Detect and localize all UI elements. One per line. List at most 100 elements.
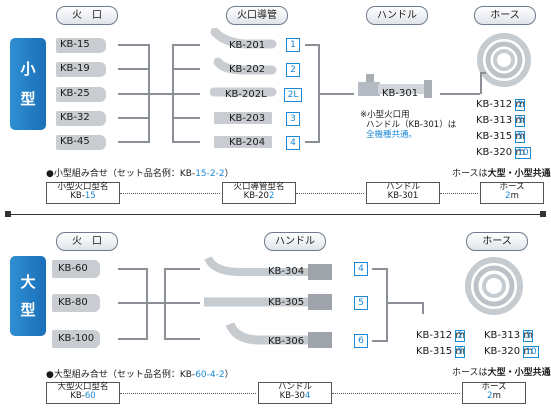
connector-line [118,117,148,119]
combo-dots [440,193,478,194]
connector-line [118,338,146,340]
burner-nozzle-icon [52,294,100,312]
connector-line [386,302,422,304]
pipe-code: KB-204 [229,137,266,148]
connector-line [146,302,164,304]
burner-nozzle-icon [52,330,100,348]
connector-line [164,268,200,270]
hose-coil-icon [465,257,523,315]
large-handle-images [204,256,332,348]
connector-line [118,141,148,143]
connector-line [440,93,480,95]
handle-image [358,74,432,98]
handle-code: KB-301 [382,88,419,99]
divider-end [5,211,11,217]
connector-line [146,268,148,340]
connector-line [118,268,146,270]
burner-nozzle-icon [52,260,100,278]
burner-code: KB-25 [60,88,90,99]
burner-code: KB-100 [58,333,95,344]
burner-code: KB-45 [60,136,90,147]
handle-number-badge: 5 [354,296,368,310]
combo-dots [296,193,364,194]
burner-code: KB-80 [58,297,88,308]
burner-nozzle-icon [56,135,106,150]
pipe-images [210,28,277,148]
connector-line [164,302,200,304]
handle-code: KB-305 [268,297,305,308]
header-hose-small: ホース [474,6,536,25]
header-pipe: 火口導管 [226,6,288,25]
combo-dots [120,193,220,194]
hose-item: KB-313 3 m [484,330,534,342]
connector-line [118,93,148,95]
hose-item: KB-320 10 m [484,346,539,358]
pipe-code: KB-202 [229,64,266,75]
section-divider [8,214,543,215]
connector-line [372,340,386,342]
pipe-number-badge: 2 [286,63,300,77]
size-label-large: 大型 [10,256,46,336]
header-burner-small: 火 口 [56,6,118,25]
header-hose-large: ホース [466,232,528,251]
connector-line [318,93,354,95]
connector-line [422,302,424,314]
connector-line [305,141,319,143]
pipe-number-badge: 3 [286,112,300,126]
connector-line [172,93,200,95]
connector-line [480,72,486,74]
burner-nozzle-icon [56,62,106,77]
combo-dots [120,393,256,394]
small-combo-caption: ●小型組み合せ（セット品名例：KB-15-2-2） [46,169,234,179]
hose-common-note: ホースは大型・小型共通 [452,368,551,378]
connector-line [386,268,388,342]
connector-line [172,68,200,70]
connector-line [480,72,482,94]
connector-line [118,302,146,304]
connector-line [172,117,200,119]
hose-item: KB-313 3 m [476,115,526,127]
connector-line [148,93,172,95]
hose-item: KB-312 2 m [476,99,526,111]
hose-item: KB-320 10 m [476,147,531,159]
burner-nozzle-icon [56,38,106,53]
large-combo-caption: ●大型組み合せ（セット品名例：KB-60-4-2） [46,370,234,380]
hose-item: KB-312 2 m [416,330,466,342]
connector-line [172,44,200,46]
handle-code: KB-306 [268,336,305,347]
combo-dots [332,393,460,394]
handle-number-badge: 6 [354,334,368,348]
connector-line [118,44,148,46]
burner-code: KB-60 [58,263,88,274]
divider-end [540,211,546,217]
connector-line [164,268,166,340]
burner-nozzle-icon [56,111,106,126]
burner-nozzle-icon [56,87,106,102]
handle-note: ※小型火口用 ハンドル（KB-301）は 全機種共通。 [360,110,457,140]
connector-line [118,68,148,70]
connector-line [372,268,386,270]
pipe-number-badge: 1 [286,38,300,52]
burner-code: KB-19 [60,63,90,74]
handle-code: KB-304 [268,266,305,277]
burner-code: KB-15 [60,39,90,50]
burner-code: KB-32 [60,112,90,123]
header-handle-large: ハンドル [264,232,326,251]
hose-coil-icon [477,33,531,87]
hose-item: KB-315 5 m [476,131,526,143]
header-handle-small: ハンドル [366,6,428,25]
handle-number-badge: 4 [354,262,368,276]
connector-line [172,141,200,143]
header-burner-large: 火 口 [56,232,118,251]
hose-item: KB-315 5 m [416,346,466,358]
pipe-number-badge: 4 [286,136,300,150]
pipe-code: KB-201 [229,40,266,51]
pipe-number-badge: 2L [284,88,302,102]
